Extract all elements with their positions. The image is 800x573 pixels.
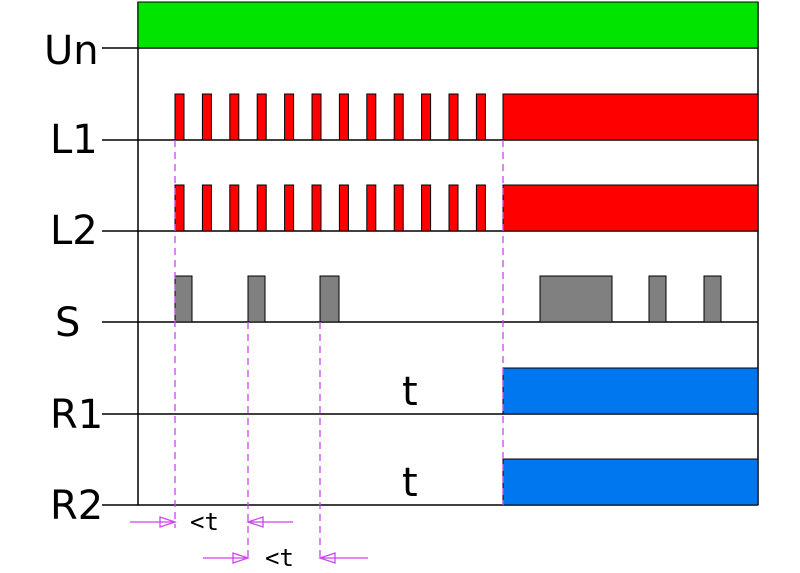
r1-delay-label: t	[402, 369, 418, 415]
l2-pulse	[366, 184, 377, 232]
l2-pulse	[421, 184, 432, 232]
r1-output-bar	[502, 367, 759, 415]
l1-pulse	[475, 93, 486, 141]
r2-output-bar	[502, 458, 759, 506]
arrow-2-head	[245, 516, 264, 528]
l2-pulse	[393, 184, 404, 232]
l2-pulses	[174, 184, 486, 232]
l2-pulse	[284, 184, 295, 232]
row-label-l2: L2	[50, 208, 98, 254]
l1-pulse	[393, 93, 404, 141]
l1-pulse	[366, 93, 377, 141]
s-press-2	[247, 275, 266, 323]
interval-label-2: <t	[265, 544, 294, 572]
l1-pulse	[311, 93, 322, 141]
l2-pulse	[229, 184, 240, 232]
interval-label-1: <t	[190, 508, 219, 536]
row-label-s: S	[55, 300, 80, 346]
l2-pulse	[475, 184, 486, 232]
arrow-1-head	[159, 516, 178, 528]
l1-pulse	[201, 93, 212, 141]
l1-pulse	[421, 93, 432, 141]
row-label-r2: R2	[50, 483, 103, 529]
s-press-long	[539, 275, 613, 323]
l2-pulse	[201, 184, 212, 232]
l1-pulse	[229, 93, 240, 141]
l1-pulse	[338, 93, 349, 141]
l2-pulse	[448, 184, 459, 232]
l2-on-bar	[502, 184, 759, 232]
l1-pulse	[256, 93, 267, 141]
s-press-3	[319, 275, 340, 323]
s-press-6	[703, 275, 722, 323]
l1-pulse	[284, 93, 295, 141]
row-label-r1: R1	[50, 392, 103, 438]
l2-pulse	[256, 184, 267, 232]
l1-pulse	[174, 93, 185, 141]
l1-pulses	[174, 93, 486, 141]
dimension-arrows	[130, 516, 368, 564]
row-label-un: Un	[44, 28, 99, 74]
arrow-4-head	[317, 552, 336, 564]
row-label-l1: L1	[50, 117, 98, 163]
marker-lines	[174, 140, 504, 562]
r2-delay-label: t	[402, 460, 418, 506]
l2-pulse	[174, 184, 185, 232]
l2-pulse	[311, 184, 322, 232]
arrow-3-head	[232, 552, 251, 564]
s-press-5	[648, 275, 667, 323]
l1-pulse	[448, 93, 459, 141]
s-press-1	[174, 275, 193, 323]
l2-pulse	[338, 184, 349, 232]
un-supply-bar	[137, 1, 759, 49]
l1-on-bar	[502, 93, 759, 141]
